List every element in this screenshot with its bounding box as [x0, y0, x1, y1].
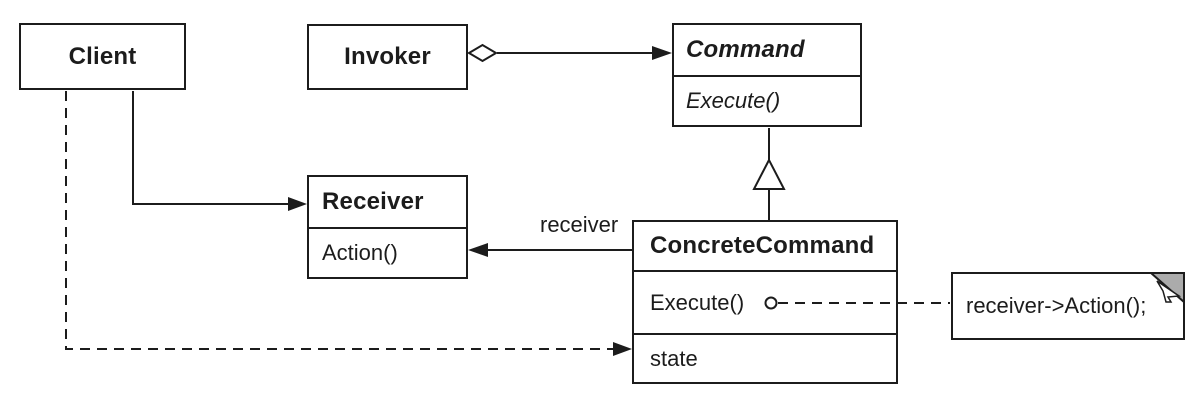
- class-receiver-method-action: Action(): [309, 227, 466, 277]
- class-client-name: Client: [68, 42, 137, 70]
- inheritance-triangle-icon: [752, 157, 786, 190]
- aggregation-diamond-icon: [467, 43, 498, 63]
- class-receiver: Receiver Action(): [307, 175, 468, 279]
- aggregation-link-invoker-command: [467, 43, 672, 63]
- class-concretecommand-method-execute: Execute(): [634, 270, 896, 333]
- association-client-receiver: [132, 91, 307, 211]
- arrowhead-icon: [652, 46, 672, 60]
- code-note-text: receiver->Action();: [966, 293, 1147, 318]
- class-command: Command Execute(): [672, 23, 862, 127]
- class-invoker-name: Invoker: [344, 43, 431, 70]
- class-receiver-name: Receiver: [322, 188, 424, 215]
- class-command-method-execute: Execute(): [674, 75, 860, 125]
- arrowhead-icon: [613, 342, 632, 356]
- class-command-name: Command: [686, 36, 805, 63]
- code-note: receiver->Action();: [951, 272, 1185, 340]
- arrowhead-icon: [288, 197, 307, 211]
- class-concretecommand: ConcreteCommand Execute() state: [632, 220, 898, 384]
- association-line: [132, 91, 290, 205]
- arrowhead-icon: [468, 243, 488, 257]
- class-client: Client: [19, 23, 186, 90]
- class-invoker: Invoker: [307, 24, 468, 90]
- association-concretecommand-receiver: [468, 243, 632, 257]
- class-concretecommand-name: ConcreteCommand: [650, 232, 875, 259]
- role-label-receiver: receiver: [538, 212, 621, 238]
- inheritance-link-concretecommand-command: [752, 128, 786, 221]
- class-concretecommand-attr-state: state: [634, 333, 896, 382]
